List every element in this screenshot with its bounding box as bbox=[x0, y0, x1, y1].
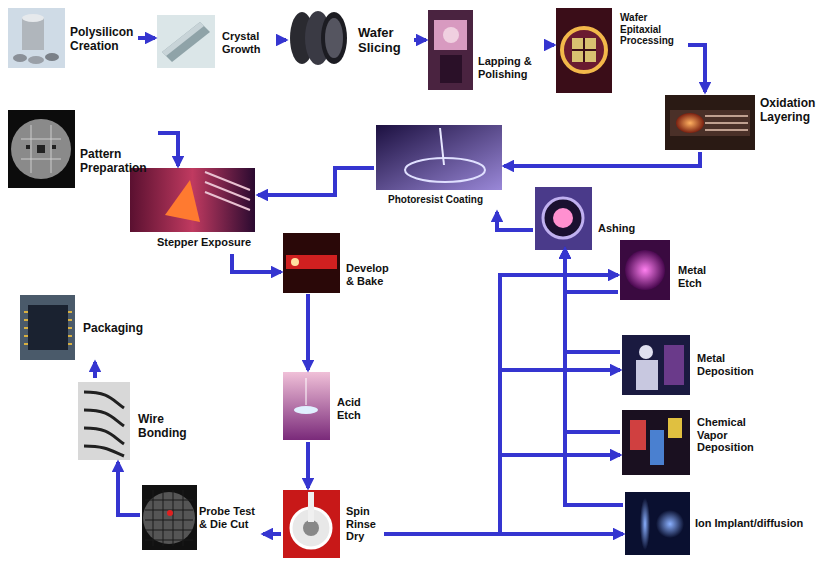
step-label: Photoresist Coating bbox=[388, 194, 483, 206]
step-label: Ashing bbox=[598, 222, 635, 235]
step-label: Metal Deposition bbox=[697, 352, 763, 377]
develop-photo bbox=[283, 233, 340, 293]
probe-test-photo bbox=[142, 485, 197, 550]
oxidation-photo bbox=[665, 95, 755, 150]
flow-arrow bbox=[384, 275, 618, 534]
step-label: Develop & Bake bbox=[346, 262, 396, 287]
process-step: Metal Deposition bbox=[620, 333, 767, 397]
step-label: Probe Test & Die Cut bbox=[199, 505, 259, 530]
flow-arrow bbox=[138, 36, 155, 40]
step-label: Packaging bbox=[83, 322, 143, 336]
step-label: Wafer Slicing bbox=[358, 26, 410, 56]
ashing-photo bbox=[535, 187, 592, 250]
step-label: Stepper Exposure bbox=[157, 236, 251, 249]
process-step: Crystal Growth bbox=[155, 12, 276, 72]
ion-implant-photo bbox=[625, 492, 690, 555]
step-label: Chemical Vapor Deposition bbox=[697, 416, 759, 454]
flow-arrow bbox=[93, 362, 97, 378]
process-step: Probe Test & Die Cut bbox=[140, 483, 263, 552]
flow-arrow bbox=[565, 249, 620, 352]
flow-arrow bbox=[497, 212, 533, 230]
flow-arrow bbox=[158, 133, 178, 166]
epitaxial-photo bbox=[556, 8, 612, 93]
flow-arrow bbox=[565, 249, 620, 432]
flow-arrow bbox=[276, 38, 286, 42]
flow-arrow bbox=[306, 442, 310, 488]
process-step: Ashing bbox=[533, 183, 641, 249]
flow-arrow bbox=[306, 294, 310, 370]
flow-arrow bbox=[565, 249, 623, 505]
process-step: Develop & Bake bbox=[281, 231, 400, 294]
process-step: Metal Etch bbox=[618, 238, 722, 302]
step-label: Wafer Epitaxial Processing bbox=[620, 12, 684, 47]
cvd-photo bbox=[622, 410, 690, 475]
step-label: Lapping & Polishing bbox=[478, 55, 542, 80]
process-step: Photoresist Coating bbox=[374, 123, 504, 212]
process-step: Packaging bbox=[18, 293, 148, 362]
process-step: Acid Etch bbox=[281, 370, 377, 442]
step-label: Metal Etch bbox=[678, 264, 718, 289]
process-step: Ion Implant/diffusion bbox=[623, 490, 813, 557]
step-label: Wire Bonding bbox=[138, 413, 194, 441]
process-step: Pattern Preparation bbox=[6, 108, 158, 190]
process-step: Stepper Exposure bbox=[128, 166, 258, 254]
process-step: Wire Bonding bbox=[76, 378, 198, 462]
flow-arrow bbox=[258, 168, 374, 195]
flow-arrow bbox=[118, 462, 140, 515]
stepper-photo bbox=[130, 168, 255, 232]
flow-arrow bbox=[263, 532, 281, 536]
flow-arrow bbox=[565, 249, 618, 292]
flow-arrow bbox=[688, 45, 705, 92]
process-step: Polysilicon Creation bbox=[6, 6, 138, 70]
metal-deposition-photo bbox=[622, 335, 690, 395]
step-label: Pattern Preparation bbox=[80, 148, 154, 176]
polysilicon-photo bbox=[8, 8, 65, 68]
process-step: Wafer Slicing bbox=[286, 8, 414, 70]
acid-etch-photo bbox=[283, 372, 330, 440]
crystal-photo bbox=[157, 15, 215, 68]
flow-arrow bbox=[414, 38, 426, 42]
lapping-photo bbox=[428, 10, 473, 90]
wafer-slicing-photo bbox=[290, 11, 347, 65]
step-label: Crystal Growth bbox=[222, 30, 272, 55]
spin-rinse-photo bbox=[283, 490, 340, 558]
process-step: Spin Rinse Dry bbox=[281, 488, 384, 560]
step-label: Acid Etch bbox=[337, 396, 373, 421]
process-step: Wafer Epitaxial Processing bbox=[554, 6, 688, 94]
step-label: Polysilicon Creation bbox=[70, 26, 134, 54]
process-step: Lapping & Polishing bbox=[426, 8, 546, 92]
flow-arrow bbox=[504, 152, 700, 166]
process-step: Chemical Vapor Deposition bbox=[620, 408, 763, 477]
step-label: Oxidation Layering bbox=[760, 97, 818, 125]
step-label: Spin Rinse Dry bbox=[346, 505, 380, 543]
packaging-photo bbox=[20, 295, 75, 360]
pattern-photo bbox=[8, 110, 75, 188]
photoresist-photo bbox=[376, 125, 502, 190]
flow-arrow bbox=[232, 254, 281, 272]
metal-etch-photo bbox=[620, 240, 670, 300]
process-step: Oxidation Layering bbox=[662, 92, 822, 152]
step-label: Ion Implant/diffusion bbox=[695, 517, 803, 530]
wire-bonding-photo bbox=[78, 382, 130, 460]
flow-arrow bbox=[546, 43, 554, 47]
